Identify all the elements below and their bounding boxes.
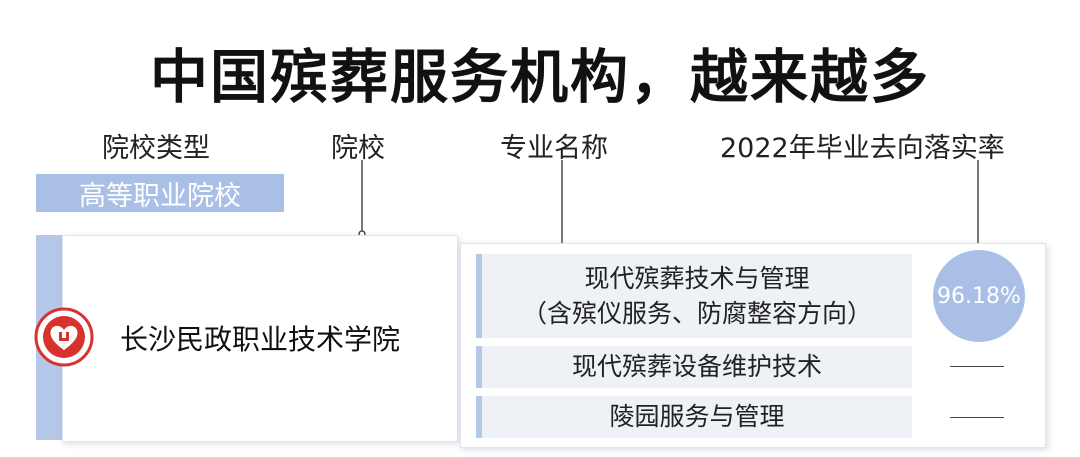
school-card	[62, 235, 458, 442]
rate-empty-dash-2	[950, 366, 1004, 367]
major-row-3: 陵园服务与管理	[476, 396, 912, 438]
column-header-school: 院校	[331, 133, 385, 164]
column-header-major: 专业名称	[500, 133, 608, 164]
major-3-name: 陵园服务与管理	[609, 402, 785, 432]
school-type-tag: 高等职业院校	[36, 174, 284, 212]
major-1-name: 现代殡葬技术与管理	[584, 263, 810, 293]
page-title: 中国殡葬服务机构，越来越多	[149, 43, 930, 111]
column-header-rate: 2022年毕业去向落实率	[720, 133, 1005, 164]
school-name: 长沙民政职业技术学院	[120, 323, 401, 356]
major-row-1: 现代殡葬技术与管理 （含殡仪服务、防腐整容方向）	[476, 254, 912, 338]
rate-badge: 96.18%	[933, 250, 1025, 342]
major-1-subtitle: （含殡仪服务、防腐整容方向）	[521, 299, 872, 328]
major-row-2: 现代殡葬设备维护技术	[476, 346, 912, 388]
college-emblem-icon	[34, 307, 94, 367]
column-header-type: 院校类型	[102, 133, 210, 164]
rate-empty-dash-3	[950, 417, 1004, 418]
major-2-name: 现代殡葬设备维护技术	[571, 352, 822, 382]
